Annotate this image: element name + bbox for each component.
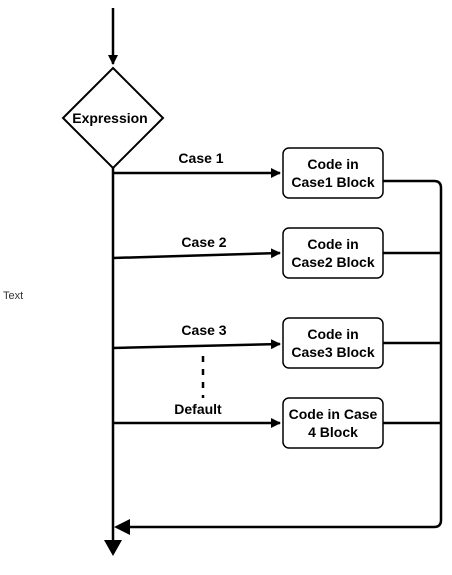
block-case2: Code in Case2 Block <box>282 227 384 279</box>
block-case1-line2: Case1 Block <box>291 174 374 190</box>
block-case1-line1: Code in <box>307 156 358 172</box>
block-case1-box <box>282 147 384 199</box>
edge-label-case2: Case 2 <box>181 234 226 250</box>
edge-label-case1: Case 1 <box>178 150 223 166</box>
edge-label-default: Default <box>174 401 222 417</box>
block-case4-line2: 4 Block <box>308 424 358 440</box>
edge-case3 <box>112 339 281 350</box>
edge-case2 <box>112 248 281 260</box>
block-case3-line2: Case3 Block <box>291 344 374 360</box>
decision-node: Expression <box>61 66 165 170</box>
block-case2-line2: Case2 Block <box>291 254 374 270</box>
decision-label: Expression <box>72 110 147 126</box>
block-case4: Code in Case 4 Block <box>282 397 384 449</box>
block-case2-line1: Code in <box>307 236 358 252</box>
block-case3: Code in Case3 Block <box>282 317 384 369</box>
block-case3-line1: Code in <box>307 326 358 342</box>
block-case4-line1: Code in Case <box>289 406 378 422</box>
return-rail <box>114 179 443 535</box>
exit-arrowhead <box>104 540 122 556</box>
edge-label-case3: Case 3 <box>181 322 226 338</box>
side-text: Text <box>3 290 23 302</box>
block-case1: Code in Case1 Block <box>282 147 384 199</box>
